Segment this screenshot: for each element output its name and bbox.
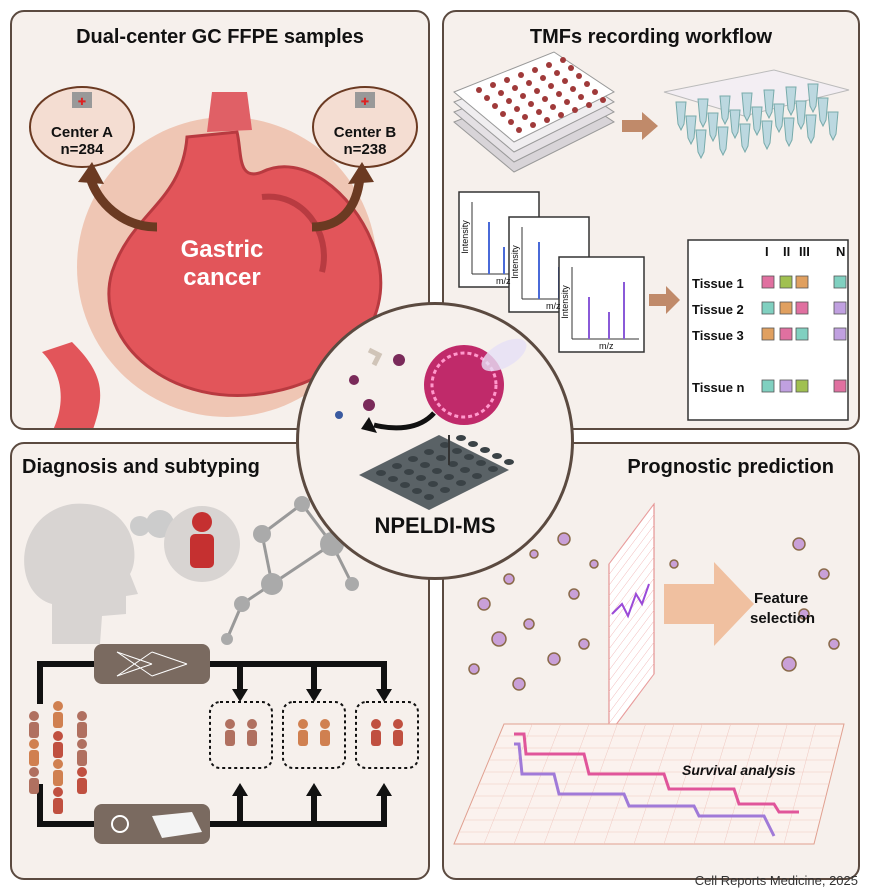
panel-title: TMFs recording workflow: [529, 26, 773, 48]
patient-icons: [29, 701, 403, 814]
survival-curve-2: [514, 742, 776, 837]
panel-title: Diagnosis and subtyping: [22, 456, 260, 478]
group-box-3: [355, 701, 419, 769]
tumor-texture: [261, 193, 327, 273]
matrix-row-2: Tissue 2: [692, 302, 744, 317]
survival-label: Survival analysis: [682, 762, 796, 778]
matrix-col-3: III: [799, 244, 810, 259]
center-b-name: Center B: [333, 124, 397, 141]
matrix-col-2: II: [783, 244, 791, 259]
matrix-row-1: Tissue 1: [692, 276, 744, 291]
arrow-left-icon: [85, 175, 158, 232]
citation: Cell Reports Medicine, 2025: [694, 873, 858, 888]
matrix-cells: [761, 275, 847, 393]
duodenum-shape: [42, 342, 101, 428]
hospital-b-icon: [355, 92, 375, 108]
spectrum-ylabel-2: Intensity: [509, 245, 520, 279]
center-method-circle: NPELDI-MS: [296, 302, 574, 580]
prognosis-illustration: [453, 502, 845, 845]
panel-workflow: TMFs recording workflow: [442, 10, 860, 430]
feature-label-1: Feature: [754, 590, 809, 607]
hospital-a-icon: [72, 92, 92, 108]
survival-curve-1: [514, 732, 799, 814]
feature-label-2: selection: [750, 610, 816, 627]
nanoparticle-illustration: [335, 338, 527, 510]
arrow-icon: [664, 562, 754, 646]
arrow-icon: [622, 112, 658, 140]
signal-trace: [611, 583, 650, 619]
center-b-count: n=238: [343, 141, 387, 158]
panel-title: Prognostic prediction: [627, 456, 834, 478]
group-box-1: [209, 701, 273, 769]
center-a-bubble: [29, 86, 135, 168]
svg-text:✚: ✚: [78, 97, 86, 108]
matrix-col-n: N: [836, 244, 846, 259]
matrix-row-n: Tissue n: [692, 380, 745, 395]
spectrum-xlabel-2: m/z: [546, 301, 561, 311]
arrow-icon: [373, 411, 436, 431]
matrix-row-3: Tissue 3: [692, 328, 744, 343]
center-a-name: Center A: [51, 124, 113, 141]
workflow-illustration: [453, 51, 850, 421]
center-a-count: n=284: [60, 141, 104, 158]
spectrum-3: [558, 256, 645, 353]
arrow-icon: [649, 286, 680, 314]
organ-label-1: Gastric: [180, 236, 264, 263]
tube-array-icon: [663, 69, 850, 160]
spectrum-xlabel-3: m/z: [599, 341, 614, 351]
panel-title: Dual-center GC FFPE samples: [76, 26, 364, 48]
head-icon: [24, 503, 139, 644]
stomach-illustration: ✚ ✚: [29, 86, 418, 428]
arrow-right-icon: [311, 176, 365, 232]
matrix-col-1: I: [765, 244, 769, 259]
sample-dots: [476, 57, 606, 133]
spectrum-xlabel-1: m/z: [496, 276, 511, 286]
group-box-2: [282, 701, 346, 769]
method-label: NPELDI-MS: [374, 513, 496, 538]
svg-text:✚: ✚: [361, 97, 369, 108]
flow-lines: [37, 661, 387, 827]
esophagus-shape: [207, 92, 252, 132]
person-icon: [192, 512, 212, 532]
panel-samples: Dual-center GC FFPE samples ✚ ✚ Center A…: [10, 10, 430, 430]
organ-label-2: cancer: [183, 264, 261, 291]
spectrum-ylabel-1: Intensity: [459, 220, 470, 254]
